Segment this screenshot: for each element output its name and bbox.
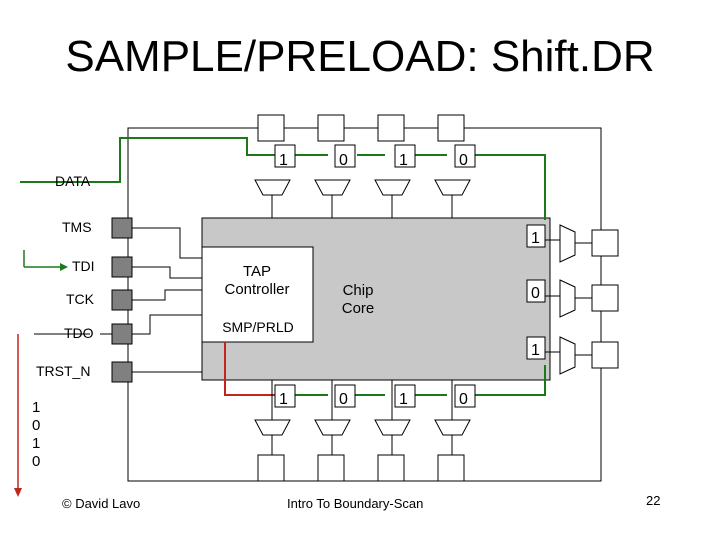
bottom-cell-value: 1 (279, 391, 288, 408)
bottom-pad (257, 454, 285, 482)
tck-pin (111, 289, 133, 311)
tdo-stream-bit: 0 (32, 453, 40, 470)
top-mux (254, 179, 291, 196)
right-cell-value: 1 (531, 342, 540, 359)
bottom-mux (374, 419, 411, 436)
tdo-label: TDO (64, 325, 94, 341)
bottom-pads (257, 454, 465, 482)
bottom-mux (254, 419, 291, 436)
bottom-mux (314, 419, 351, 436)
top-mux (314, 179, 351, 196)
top-pad (377, 114, 405, 142)
bottom-mux (434, 419, 471, 436)
tap-label-line1: TAP (243, 263, 271, 280)
tdi-pin (111, 256, 133, 278)
bottom-pad (317, 454, 345, 482)
footer-course: Intro To Boundary-Scan (287, 496, 424, 511)
bottom-cell-value: 1 (399, 391, 408, 408)
tap-label-line2: Controller (224, 281, 289, 298)
right-cell (526, 224, 546, 248)
bottom-muxes (254, 380, 471, 455)
top-pad (317, 114, 345, 142)
footer-author: © David Lavo (62, 496, 141, 511)
top-cell (274, 144, 296, 168)
bottom-cell (454, 384, 476, 408)
bottom-cell (274, 384, 296, 408)
right-pad (591, 341, 619, 369)
chip-label-line1: Chip (343, 282, 374, 299)
bottom-cell-value: 0 (459, 391, 468, 408)
top-mux (374, 179, 411, 196)
tap-controller (201, 246, 314, 343)
tck-wire (132, 289, 202, 301)
right-cell (526, 279, 546, 303)
top-cell-value: 0 (339, 152, 348, 169)
tms-wire (132, 227, 202, 259)
right-pad (591, 284, 619, 312)
right-muxes (559, 224, 592, 375)
tms-pin (111, 217, 133, 239)
right-cell-value: 1 (531, 230, 540, 247)
right-mux (559, 279, 576, 318)
top-scan-path (292, 154, 546, 220)
tdi-arrowhead (60, 263, 68, 271)
tdi-wire (132, 266, 202, 279)
right-mux (559, 336, 576, 375)
tdo-red-from-chip (224, 342, 275, 396)
top-cell-value: 0 (459, 152, 468, 169)
data-label: DATA (55, 173, 91, 189)
top-cell (334, 144, 356, 168)
left-pins (111, 217, 133, 383)
trst-label: TRST_N (36, 363, 90, 379)
bottom-cell (334, 384, 356, 408)
top-cell-value: 1 (279, 152, 288, 169)
slide-title: SAMPLE/PRELOAD: Shift.DR (65, 32, 655, 81)
smp-prld-label: SMP/PRLD (222, 319, 294, 335)
data-line (20, 137, 275, 183)
top-pad (257, 114, 285, 142)
tdi-label: TDI (72, 258, 95, 274)
top-mux (434, 179, 471, 196)
top-cell-value: 1 (399, 152, 408, 169)
bottom-cell-value: 0 (339, 391, 348, 408)
right-mux (559, 224, 576, 263)
bottom-cells: 1 0 1 0 (274, 384, 476, 408)
right-cells: 1 0 1 (526, 224, 546, 360)
chip-label-line2: Core (342, 300, 375, 317)
top-cell (454, 144, 476, 168)
bottom-scan-path (292, 365, 546, 396)
tdo-stream-bit: 0 (32, 417, 40, 434)
trst-pin (111, 361, 133, 383)
right-cell-value: 0 (531, 285, 540, 302)
tdo-arrowhead (14, 488, 22, 497)
top-pad (437, 114, 465, 142)
tdo-stream-bit: 1 (32, 399, 40, 416)
right-pad (591, 229, 619, 257)
tdo-pin (111, 323, 133, 345)
tdo-stream-bit: 1 (32, 435, 40, 452)
page-number: 22 (646, 493, 661, 508)
right-pads (591, 229, 619, 369)
top-muxes (254, 179, 471, 218)
bottom-pad (377, 454, 405, 482)
top-cell (394, 144, 416, 168)
bottom-pad (437, 454, 465, 482)
top-cells: 1 0 1 0 (274, 144, 476, 169)
right-cell (526, 336, 546, 360)
tms-label: TMS (62, 219, 92, 235)
bottom-cell (394, 384, 416, 408)
tck-label: TCK (66, 291, 95, 307)
top-pads (257, 114, 465, 142)
